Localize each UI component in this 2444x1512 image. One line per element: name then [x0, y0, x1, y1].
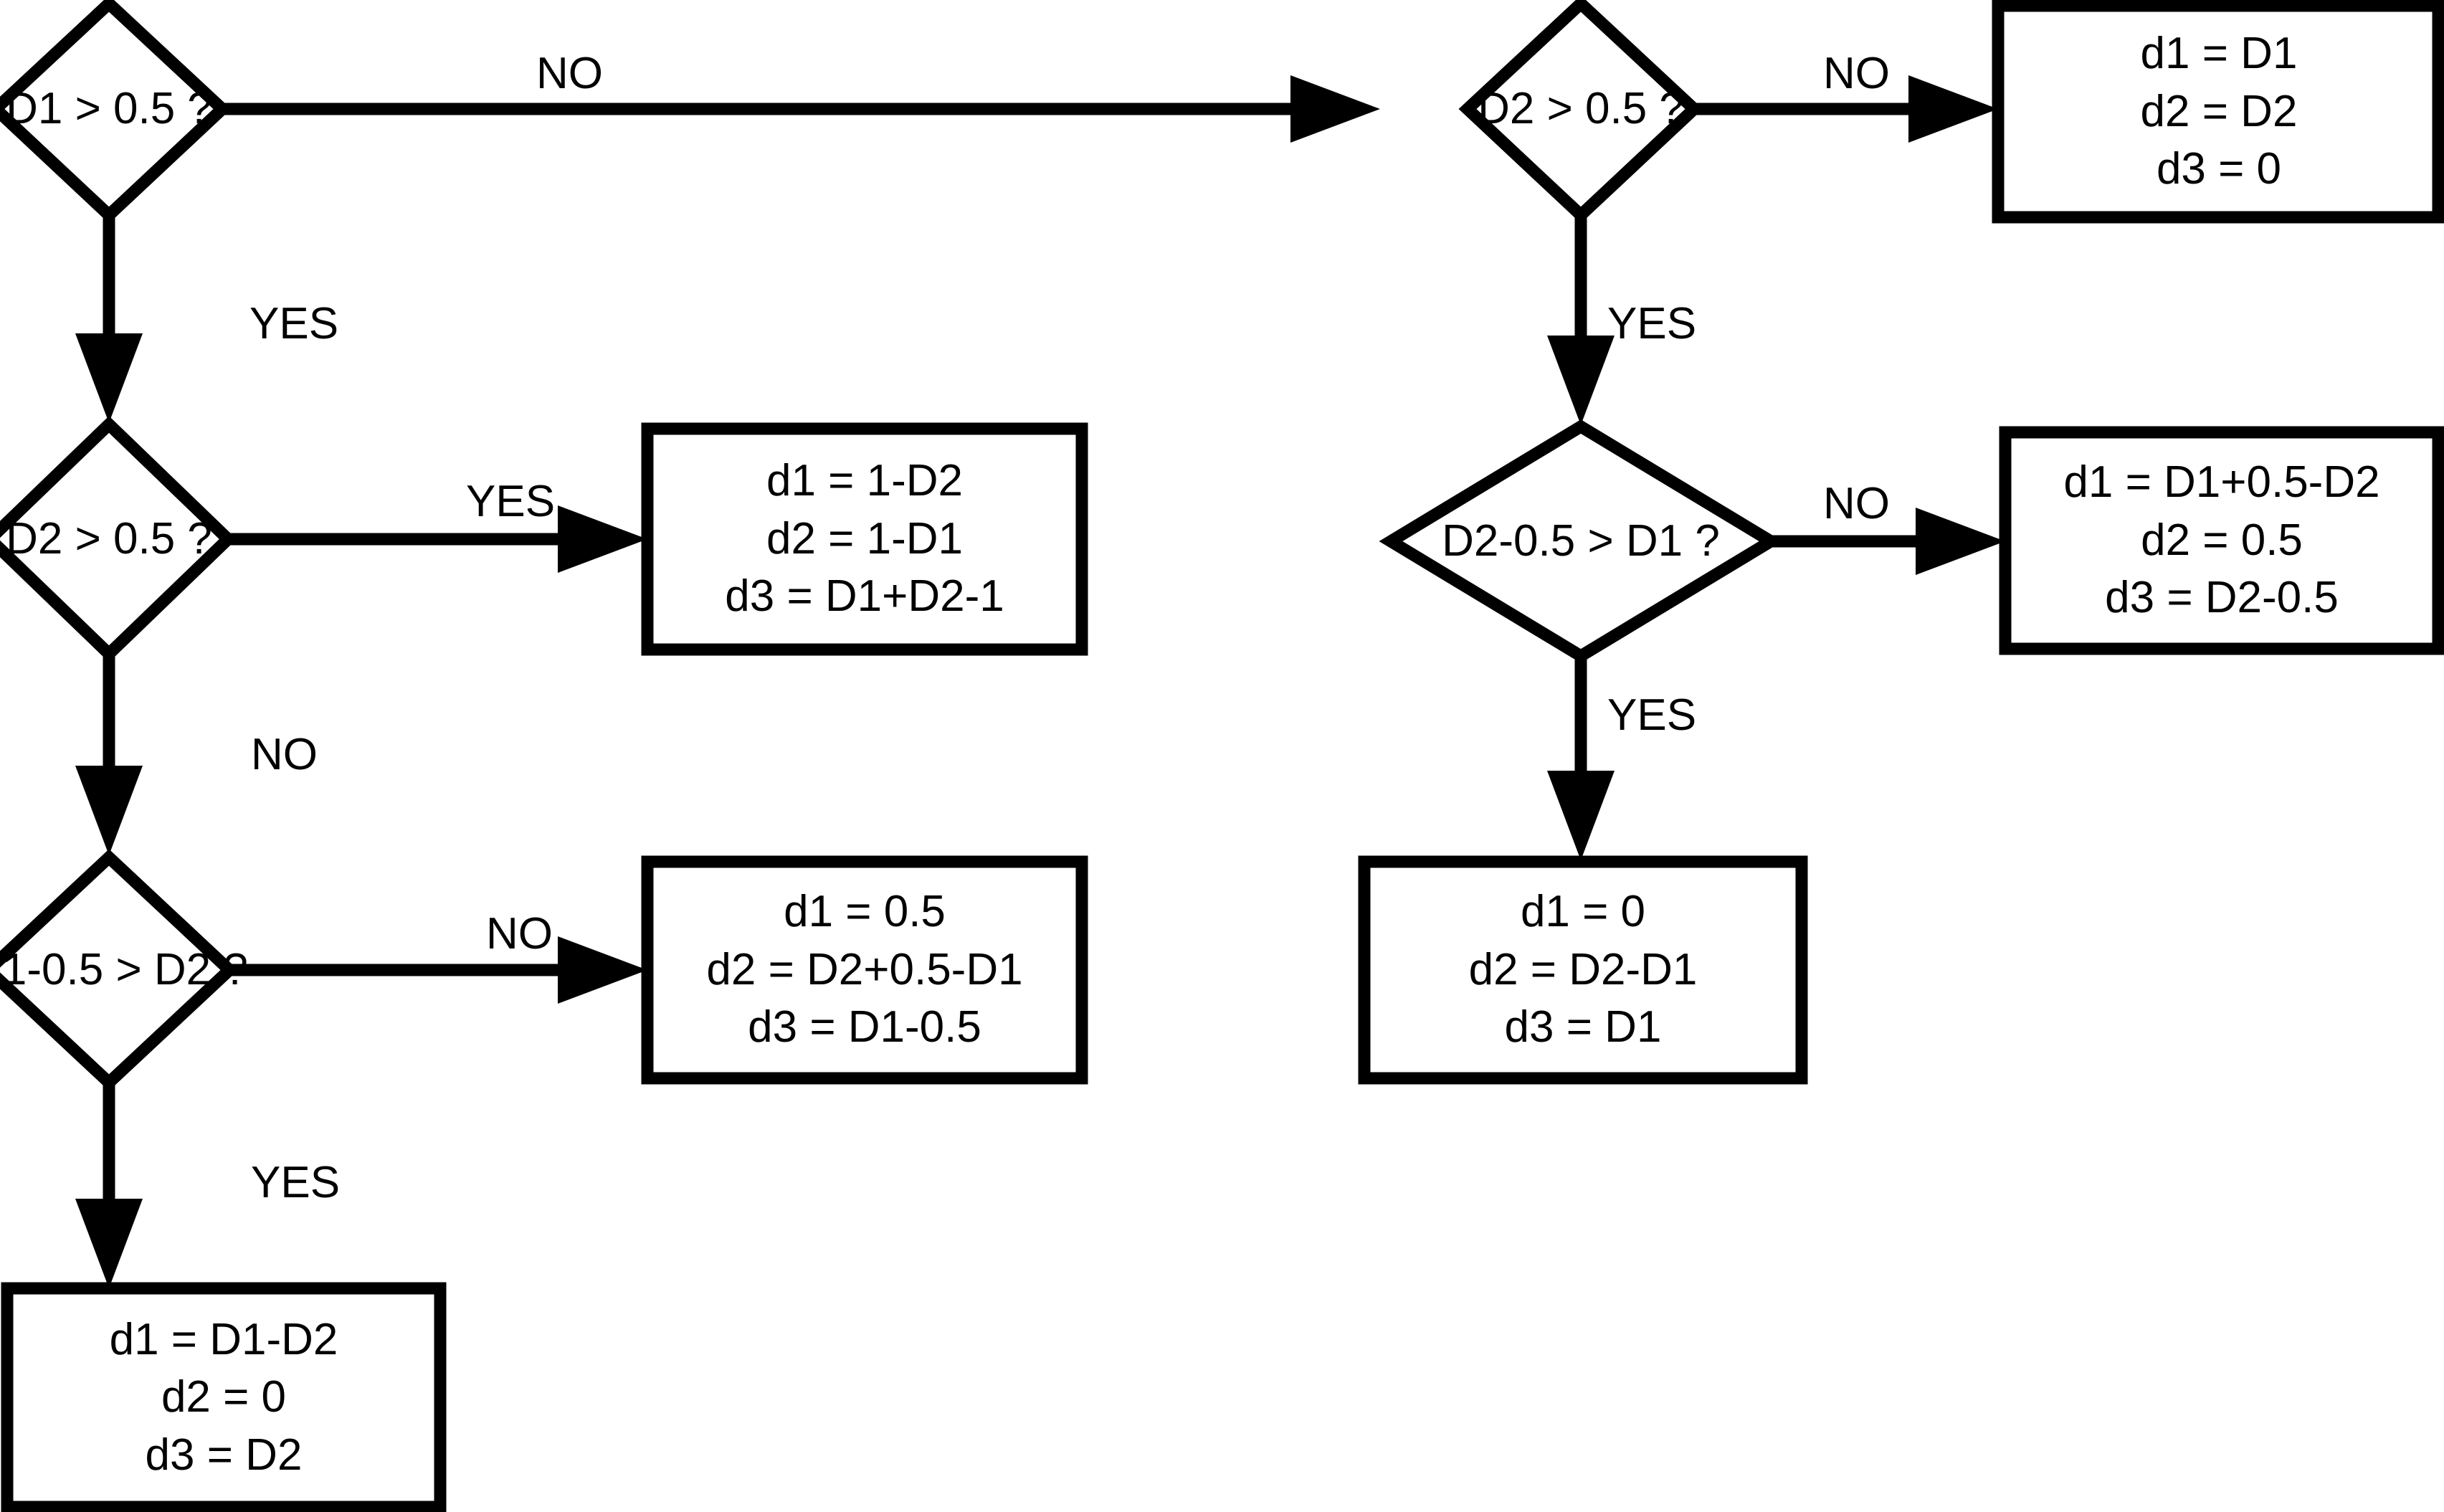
diamond-label-line: D2 > 0.5 ? — [1478, 83, 1684, 133]
box-label-line-1: d1 = D1-D2 — [109, 1314, 338, 1364]
edge-no-d1-to-d2top — [219, 75, 1380, 143]
node-box-result-low-right-outline — [1358, 855, 1808, 1085]
edge-label-yes-d2top-to-d2m05: YES — [1607, 299, 1697, 348]
node-label-result-bottom-left: d1 = D1-D2 d2 = 0 d3 = D2 — [9, 1291, 439, 1504]
node-box-result-low-left[interactable] — [647, 862, 1082, 1078]
node-label-result-mid-right: d1 = D1+0.5-D2 d2 = 0.5 d3 = D2-0.5 — [2007, 435, 2437, 646]
node-box-result-mid-left[interactable] — [647, 429, 1082, 650]
box-label-line-2: d2 = 0.5 — [2141, 515, 2303, 565]
box-label-line-2: d2 = 0 — [161, 1372, 287, 1422]
box-label-line-3: d3 = D2 — [145, 1430, 303, 1480]
node-label-d2-gt-05-top: D2 > 0.5 ? — [1465, 80, 1697, 138]
box-label-line-2: d2 = D2-D1 — [1468, 944, 1698, 994]
diamond-label-line: D2 > 0.5 ? — [6, 513, 212, 564]
box-label-line-3: d3 = D2-0.5 — [2105, 573, 2339, 623]
box-label-line-3: d3 = D1 — [1504, 1002, 1662, 1052]
node-label-result-mid-left: d1 = 1-D2 d2 = 1-D1 d3 = D1+D2-1 — [649, 432, 1080, 647]
diamond-label-line: D2-0.5 > D1 ? — [1442, 515, 1720, 566]
edge-label-yes-d2m05-to-box5: YES — [1607, 690, 1697, 740]
node-label-d1-gt-05: D1 > 0.5 ? — [0, 80, 225, 138]
node-box-result-mid-left-outline — [641, 422, 1088, 656]
node-label-result-top-right: d1 = D1 d2 = D2 d3 = 0 — [2000, 9, 2438, 215]
box-label-line-3: d3 = D1+D2-1 — [725, 571, 1004, 622]
box-label-line-1: d1 = 0 — [1520, 887, 1646, 937]
node-diamond-d2-gt-05-top-outline — [1458, 0, 1703, 224]
edge-label-no-d2left-to-d1m05: NO — [251, 730, 318, 779]
node-diamond-d2-minus-05-gt-d1-outline — [1379, 419, 1783, 663]
node-box-result-bottom-left[interactable] — [7, 1288, 440, 1507]
box-label-line-2: d2 = D2 — [2140, 86, 2298, 136]
node-box-result-bottom-left-outline — [1, 1282, 447, 1512]
edge-no-d1m05-to-box4 — [226, 936, 647, 1004]
node-label-d2-minus-05-gt-d1: D2-0.5 > D1 ? — [1394, 513, 1767, 570]
node-label-result-low-left: d1 = 0.5 d2 = D2+0.5-D1 d3 = D1-0.5 — [649, 865, 1080, 1075]
node-diamond-d2-gt-05-left-outline — [0, 416, 237, 662]
box-label-line-3: d3 = D1-0.5 — [748, 1002, 981, 1052]
node-box-result-low-right[interactable] — [1364, 862, 1802, 1078]
node-label-d1-minus-05-gt-d2: D1-0.5 > D2 ? — [0, 941, 295, 999]
node-box-result-top-right[interactable] — [1998, 6, 2438, 217]
box-label-line-2: d2 = D2+0.5-D1 — [706, 944, 1023, 994]
node-box-result-mid-right[interactable] — [2005, 432, 2438, 649]
node-label-result-low-right: d1 = 0 d2 = D2-D1 d3 = D1 — [1366, 865, 1799, 1075]
edge-label-no-d1m05-to-box4: NO — [486, 909, 553, 959]
node-diamond-d1-gt-05-outline — [0, 0, 232, 224]
node-box-result-low-left-outline — [641, 855, 1088, 1085]
node-box-result-mid-right-outline — [1999, 426, 2444, 655]
diamond-label-line: D1 > 0.5 ? — [6, 83, 212, 133]
edge-label-no-d1-to-d2top: NO — [536, 49, 603, 98]
edge-label-yes-d2left-to-box2: YES — [466, 477, 556, 526]
box-label-line-3: d3 = 0 — [2156, 144, 2282, 194]
node-diamond-d1-minus-05-gt-d2-outline — [0, 849, 239, 1091]
box-label-line-2: d2 = 1-D1 — [766, 513, 963, 564]
box-label-line-1: d1 = 1-D2 — [766, 456, 963, 506]
edge-label-no-d2m05-to-box3: NO — [1823, 479, 1890, 528]
edge-label-yes-d1-to-d2left: YES — [249, 299, 339, 348]
box-label-line-1: d1 = D1+0.5-D2 — [2063, 457, 2380, 508]
diamond-label-line: D1-0.5 > D2 ? — [0, 944, 248, 994]
box-label-line-1: d1 = D1 — [2140, 29, 2298, 79]
box-label-line-1: d1 = 0.5 — [784, 887, 946, 937]
edge-yes-d2left-to-box2 — [224, 505, 647, 573]
edge-label-no-d2top-to-box1: NO — [1823, 49, 1890, 98]
node-label-d2-gt-05-left: D2 > 0.5 ? — [0, 510, 225, 568]
node-box-result-top-right-outline — [1992, 0, 2444, 224]
edge-label-yes-d1m05-to-box6: YES — [251, 1158, 341, 1207]
